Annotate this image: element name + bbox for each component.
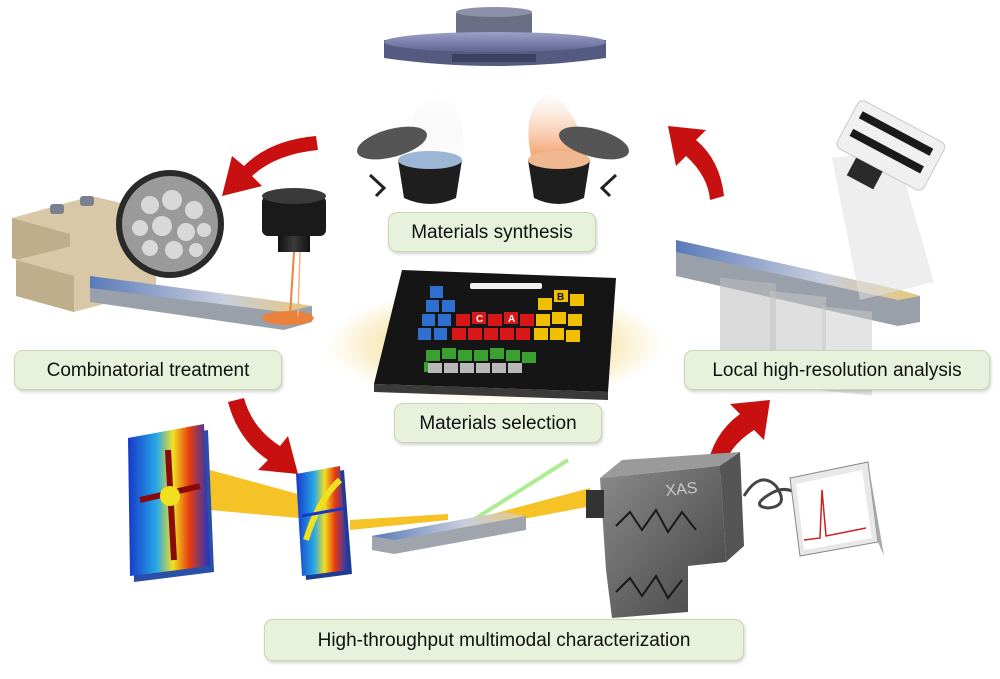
microstructure-zoom: [116, 170, 224, 278]
arrow-to-characterization: [228, 398, 298, 474]
arrow-to-treatment: [222, 136, 318, 196]
electron-column: [832, 100, 946, 300]
label-materials-selection: Materials selection: [394, 403, 602, 443]
deposition-source-left: [357, 126, 462, 204]
diffraction-detector-large: [128, 424, 214, 582]
table-mark-b: B: [557, 292, 564, 303]
laser-head: [262, 188, 326, 317]
xas-spectrometer: [586, 452, 744, 618]
characterization-sample: [372, 512, 526, 554]
spectrometer-cable: [742, 478, 801, 510]
periodic-table-board: [374, 270, 616, 400]
diffraction-detector-small: [296, 466, 352, 580]
label-high-throughput-characterization: High-throughput multimodal characterizat…: [264, 619, 744, 661]
deposition-plume-left: [407, 92, 464, 165]
treatment-stage: [12, 196, 314, 330]
substrate-holder: [384, 7, 606, 66]
label-materials-synthesis: Materials synthesis: [388, 212, 596, 252]
table-mark-a: A: [508, 314, 515, 325]
spectrum-display: [789, 461, 884, 557]
label-local-analysis: Local high-resolution analysis: [684, 350, 990, 390]
deposition-source-right: [528, 126, 629, 204]
arrow-to-synthesis: [668, 126, 724, 200]
table-mark-c: C: [476, 314, 483, 325]
xas-label: XAS: [665, 480, 699, 500]
label-combinatorial-treatment: Combinatorial treatment: [14, 350, 282, 390]
